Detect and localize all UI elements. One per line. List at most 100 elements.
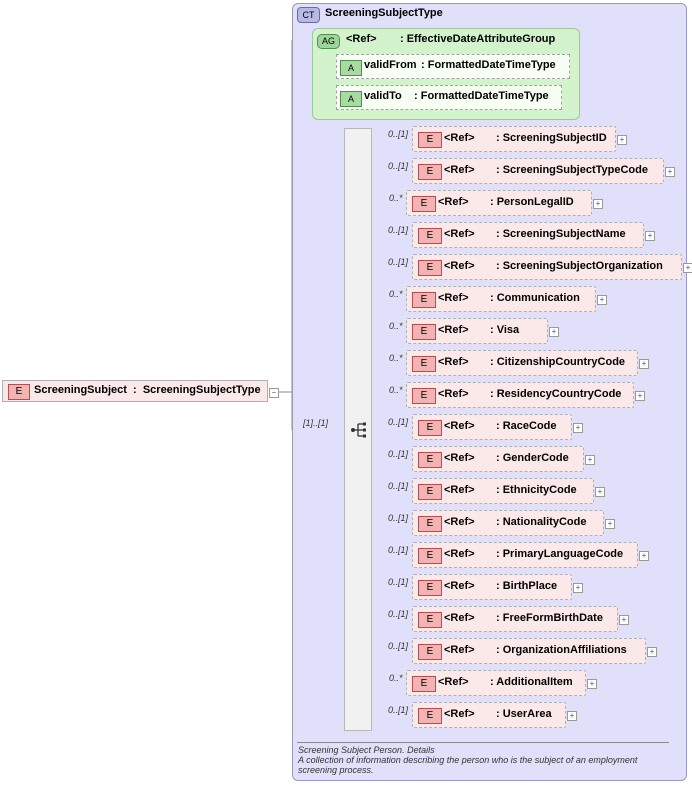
- element-row[interactable]: [406, 670, 586, 696]
- element-row[interactable]: [406, 382, 634, 408]
- expand-icon[interactable]: +: [665, 167, 675, 177]
- element-name: : PrimaryLanguageCode: [496, 548, 624, 560]
- element-row[interactable]: [412, 638, 646, 664]
- element-ref: <Ref>: [438, 196, 469, 208]
- complex-type-title: ScreeningSubjectType: [325, 7, 443, 19]
- element-badge: E: [418, 484, 442, 500]
- element-row[interactable]: [406, 190, 592, 216]
- expand-icon[interactable]: +: [573, 423, 583, 433]
- element-name: : RaceCode: [496, 420, 557, 432]
- element-name: : EthnicityCode: [496, 484, 577, 496]
- expand-icon[interactable]: +: [587, 679, 597, 689]
- element-cardinality: 0..*: [389, 385, 403, 395]
- root-element-box[interactable]: [2, 380, 268, 402]
- element-name: : PersonLegalID: [490, 196, 574, 208]
- collapse-icon[interactable]: −: [269, 388, 279, 398]
- element-name: : FreeFormBirthDate: [496, 612, 603, 624]
- element-cardinality: 0..*: [389, 289, 403, 299]
- element-name: : ResidencyCountryCode: [490, 388, 622, 400]
- element-ref: <Ref>: [438, 676, 469, 688]
- expand-icon[interactable]: +: [605, 519, 615, 529]
- element-ref: <Ref>: [444, 708, 475, 720]
- element-cardinality: 0..*: [389, 673, 403, 683]
- attribute-validfrom[interactable]: [336, 54, 570, 79]
- expand-icon[interactable]: +: [683, 263, 692, 273]
- root-element-type: ScreeningSubjectType: [142, 384, 261, 396]
- description-title: Screening Subject Person. Details: [298, 745, 435, 755]
- element-badge: E: [418, 548, 442, 564]
- expand-icon[interactable]: +: [619, 615, 629, 625]
- element-cardinality: 0..[1]: [388, 513, 409, 523]
- element-badge: E: [412, 676, 436, 692]
- element-badge: E: [412, 324, 436, 340]
- element-badge: E: [418, 708, 442, 724]
- element-cardinality: 0..[1]: [388, 257, 409, 267]
- attribute-badge: A: [340, 60, 362, 76]
- sequence-compositor: [344, 128, 372, 731]
- element-row[interactable]: [412, 126, 616, 152]
- element-row[interactable]: [412, 158, 664, 184]
- element-badge: E: [418, 612, 442, 628]
- element-cardinality: 0..[1]: [388, 545, 409, 555]
- element-cardinality: 0..[1]: [388, 577, 409, 587]
- element-ref: <Ref>: [444, 164, 475, 176]
- expand-icon[interactable]: +: [595, 487, 605, 497]
- expand-icon[interactable]: +: [647, 647, 657, 657]
- element-badge: E: [412, 196, 436, 212]
- expand-icon[interactable]: +: [549, 327, 559, 337]
- element-badge: E: [418, 580, 442, 596]
- attribute-type: : FormattedDateTimeType: [414, 90, 549, 102]
- expand-icon[interactable]: +: [597, 295, 607, 305]
- expand-icon[interactable]: +: [639, 551, 649, 561]
- element-cardinality: 0..*: [389, 321, 403, 331]
- expand-icon[interactable]: +: [635, 391, 645, 401]
- expand-icon[interactable]: +: [567, 711, 577, 721]
- attribute-group-ref: <Ref>: [346, 33, 377, 45]
- element-row[interactable]: [412, 254, 682, 280]
- element-name: : ScreeningSubjectTypeCode: [496, 164, 648, 176]
- attribute-name: validFrom: [364, 59, 417, 71]
- element-row[interactable]: [412, 510, 604, 536]
- expand-icon[interactable]: +: [639, 359, 649, 369]
- expand-icon[interactable]: +: [645, 231, 655, 241]
- element-ref: <Ref>: [444, 452, 475, 464]
- element-name: : Visa: [490, 324, 520, 336]
- sequence-cardinality: [1]..[1]: [303, 418, 329, 428]
- expand-icon[interactable]: +: [617, 135, 627, 145]
- element-row[interactable]: [412, 542, 638, 568]
- attribute-group-name: : EffectiveDateAttributeGroup: [400, 33, 556, 45]
- element-ref: <Ref>: [444, 612, 475, 624]
- expand-icon[interactable]: +: [593, 199, 603, 209]
- element-row[interactable]: [412, 478, 594, 504]
- element-ref: <Ref>: [444, 644, 475, 656]
- root-element-name: ScreeningSubject: [34, 384, 127, 396]
- element-ref: <Ref>: [444, 228, 475, 240]
- element-badge: E: [412, 356, 436, 372]
- element-cardinality: 0..[1]: [388, 705, 409, 715]
- element-cardinality: 0..[1]: [388, 161, 409, 171]
- element-ref: <Ref>: [438, 292, 469, 304]
- element-name: : UserArea: [496, 708, 552, 720]
- element-badge: E: [412, 292, 436, 308]
- element-badge: E: [418, 516, 442, 532]
- element-ref: <Ref>: [438, 356, 469, 368]
- element-ref: <Ref>: [444, 548, 475, 560]
- expand-icon[interactable]: +: [573, 583, 583, 593]
- element-row[interactable]: [412, 222, 644, 248]
- element-cardinality: 0..*: [389, 353, 403, 363]
- sequence-icon: [351, 422, 366, 438]
- element-row[interactable]: [406, 350, 638, 376]
- element-cardinality: 0..[1]: [388, 417, 409, 427]
- description-divider: [297, 742, 669, 743]
- attribute-badge: A: [340, 91, 362, 107]
- element-cardinality: 0..*: [389, 193, 403, 203]
- element-name: : ScreeningSubjectID: [496, 132, 607, 144]
- attribute-validto[interactable]: [336, 85, 562, 110]
- element-cardinality: 0..[1]: [388, 481, 409, 491]
- expand-icon[interactable]: +: [585, 455, 595, 465]
- element-cardinality: 0..[1]: [388, 449, 409, 459]
- description-line-1: A collection of information describing t…: [298, 755, 638, 765]
- element-row[interactable]: [412, 606, 618, 632]
- element-ref: <Ref>: [438, 324, 469, 336]
- element-row[interactable]: [406, 286, 596, 312]
